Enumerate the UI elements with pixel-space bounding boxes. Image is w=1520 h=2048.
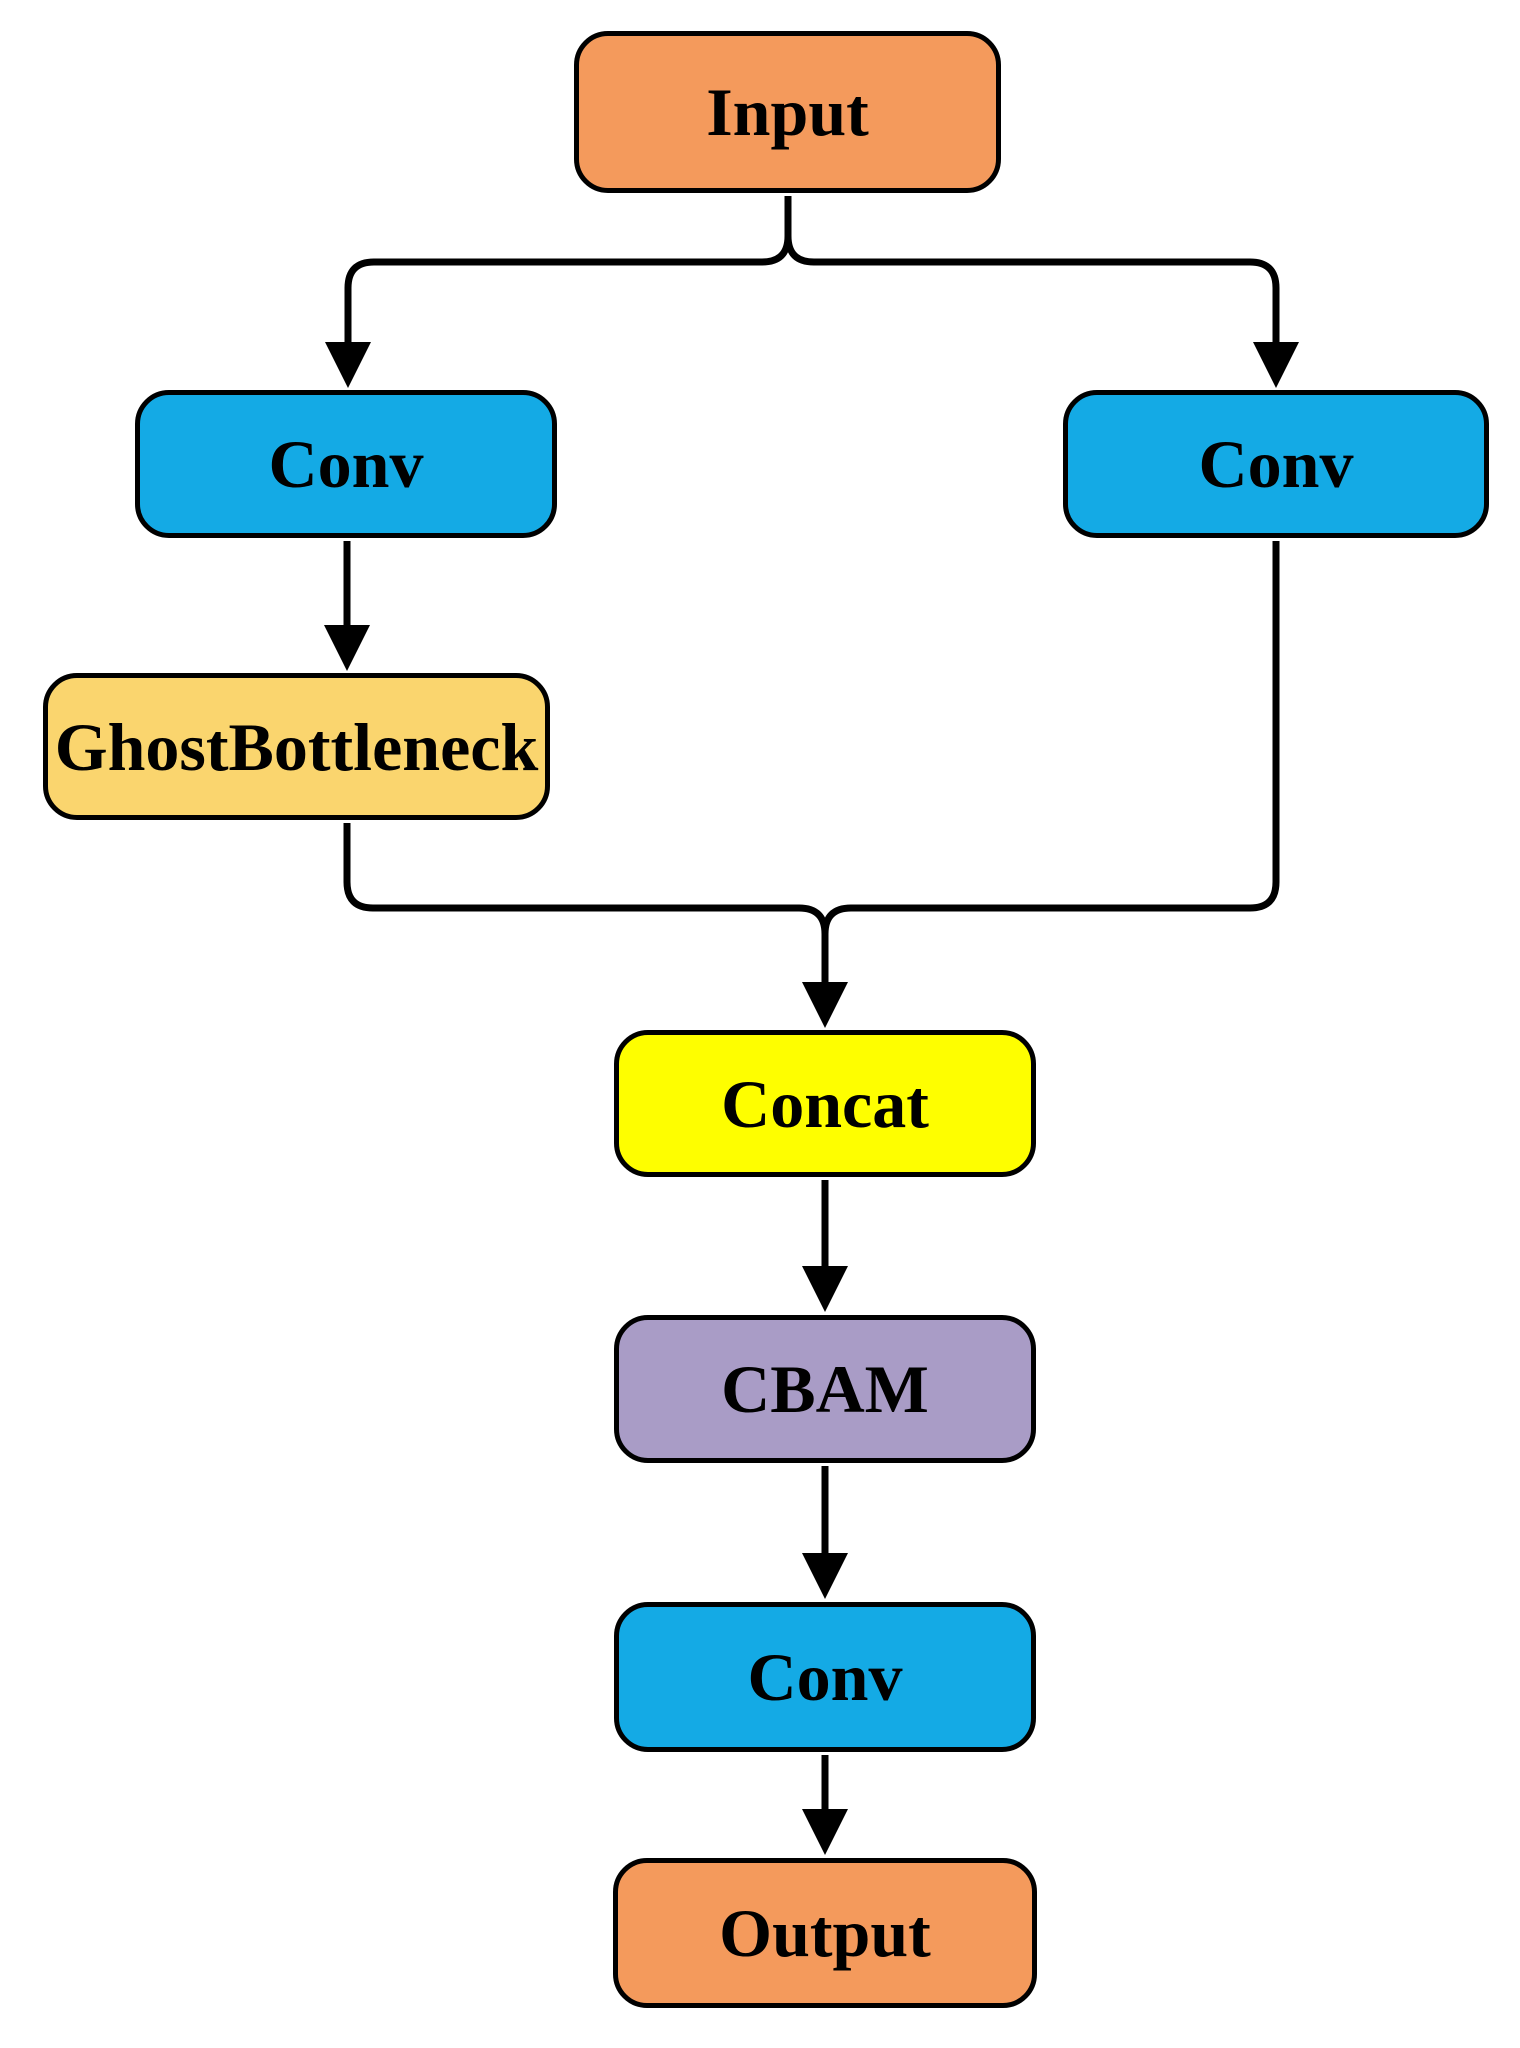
arrowhead-ghost	[324, 625, 370, 671]
node-conv-left: Conv	[135, 390, 557, 538]
node-concat-label: Concat	[721, 1065, 929, 1142]
node-ghost-bottleneck: GhostBottleneck	[43, 673, 550, 820]
arrowhead-conv-left	[325, 342, 371, 388]
arrowhead-cbam	[802, 1266, 848, 1312]
node-output-label: Output	[719, 1895, 931, 1971]
node-output: Output	[613, 1858, 1037, 2008]
node-conv-bottom: Conv	[614, 1602, 1036, 1752]
arrowhead-conv-bottom	[802, 1553, 848, 1599]
node-conv-bottom-label: Conv	[747, 1639, 903, 1715]
arrowhead-output	[802, 1809, 848, 1855]
edge-conv-right-to-merge	[821, 541, 1280, 935]
node-cbam: CBAM	[614, 1315, 1036, 1463]
node-ghost-bottleneck-label: GhostBottleneck	[54, 708, 539, 785]
node-input-label: Input	[706, 74, 869, 150]
node-cbam-label: CBAM	[721, 1351, 929, 1427]
edge-input-to-conv-right	[784, 235, 1280, 342]
node-input: Input	[574, 31, 1001, 193]
edge-input-to-conv-left	[344, 196, 792, 342]
arrowhead-conv-right	[1253, 342, 1299, 388]
node-concat: Concat	[614, 1030, 1036, 1177]
node-conv-right: Conv	[1063, 390, 1489, 538]
edge-ghost-to-merge	[343, 823, 829, 935]
arrowhead-concat	[802, 982, 848, 1028]
node-conv-left-label: Conv	[268, 426, 424, 502]
node-conv-right-label: Conv	[1198, 426, 1354, 502]
